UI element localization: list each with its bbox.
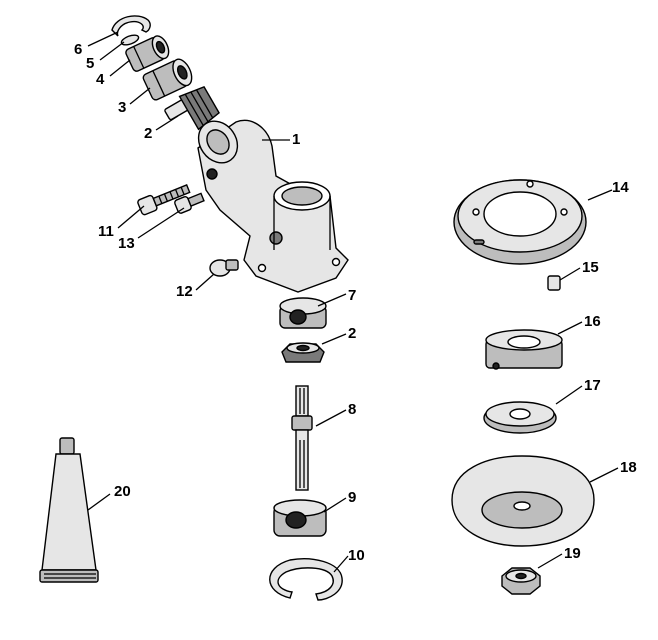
callout-19: 19 (564, 545, 581, 562)
callout-14: 14 (612, 179, 629, 196)
callout-13: 13 (118, 235, 135, 252)
part-11-screw (137, 184, 191, 216)
callout-3: 3 (118, 99, 126, 116)
part-9-bearing (273, 499, 327, 537)
part-6-circlip (111, 15, 151, 37)
callout-18: 18 (620, 459, 637, 476)
part-20-grease-tube (39, 437, 99, 583)
part-12-screw (209, 259, 239, 277)
part-1-gear-housing (197, 119, 349, 293)
part-4-bearing (125, 35, 170, 72)
part-13-screw (174, 192, 205, 214)
part-15-screw (547, 275, 561, 291)
part-14-thrust-plate (453, 179, 587, 265)
part-7-bearing (279, 297, 327, 329)
part-16-collar (485, 329, 563, 370)
callout-labels: 6 5 4 3 2 1 11 13 12 7 2 8 9 10 14 15 16… (74, 41, 637, 564)
part-19-nut (501, 567, 541, 595)
callout-9: 9 (348, 489, 356, 506)
callout-8: 8 (348, 401, 356, 418)
callout-16: 16 (584, 313, 601, 330)
callout-2-upper: 2 (144, 125, 152, 142)
callout-15: 15 (582, 259, 599, 276)
part-17-washer (483, 401, 557, 434)
callout-1: 1 (292, 131, 300, 148)
part-8-shaft (291, 385, 313, 491)
callout-5: 5 (86, 55, 94, 72)
callout-10: 10 (348, 547, 365, 564)
callout-12: 12 (176, 283, 193, 300)
part-2-pinion (164, 86, 220, 131)
leader-lines (87, 31, 619, 573)
callout-20: 20 (114, 483, 131, 500)
part-2-bevel-gear (281, 342, 325, 363)
callout-2-lower: 2 (348, 325, 356, 342)
part-18-guard-cup (451, 455, 595, 547)
part-10-circlip (269, 558, 343, 601)
callout-6: 6 (74, 41, 82, 58)
callout-17: 17 (584, 377, 601, 394)
part-3-bearing (142, 58, 193, 101)
callout-4: 4 (96, 71, 105, 88)
callout-11: 11 (98, 223, 114, 240)
callout-7: 7 (348, 287, 356, 304)
